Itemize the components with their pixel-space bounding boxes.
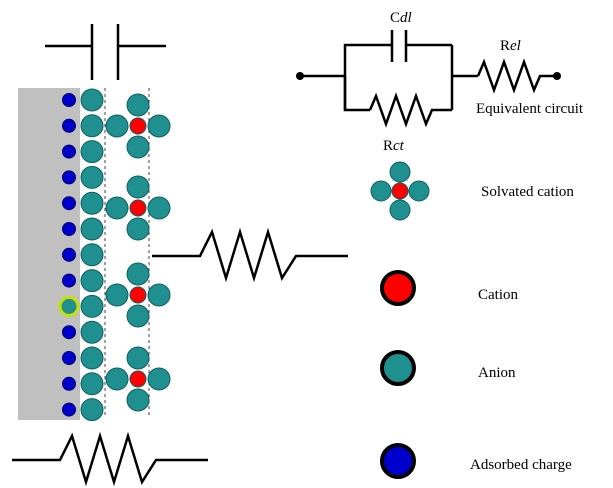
anion <box>80 398 104 422</box>
solvent-shell-anion <box>126 175 150 199</box>
adsorbed-charge <box>62 325 76 340</box>
solvated-cation <box>105 346 171 412</box>
solvent-shell-anion <box>126 217 150 241</box>
adsorbed-charge <box>62 144 76 159</box>
cdl-label: Cdl <box>390 10 412 26</box>
equivalent-circuit: Cdl Rel Rct Equivalent circuit <box>296 10 584 154</box>
anion <box>80 320 104 344</box>
adsorbed-charge <box>62 196 76 211</box>
adsorbed-charge-layer <box>58 93 80 417</box>
solvent-shell-anion <box>147 196 171 220</box>
solvated-cation-layer <box>105 93 171 412</box>
cdl-capacitor <box>390 30 452 62</box>
legend-solvated-cation-label: Solvated cation <box>481 184 574 200</box>
solvent-shell-anion <box>389 199 411 221</box>
bottom-resistor-symbol <box>12 431 208 487</box>
anion <box>80 372 104 396</box>
adsorbed-charge <box>62 170 76 185</box>
legend-cation-label: Cation <box>478 287 518 303</box>
electrolyte-resistor-symbol <box>152 227 348 283</box>
anion <box>80 191 104 215</box>
cation-core <box>391 182 409 200</box>
solvent-shell-anion <box>126 304 150 328</box>
solvated-cation <box>370 161 430 221</box>
solvent-shell-anion <box>147 367 171 391</box>
solvent-shell-anion <box>147 283 171 307</box>
solvent-shell-anion <box>126 346 150 370</box>
anion <box>80 217 104 241</box>
double-layer-capacitor-symbol <box>45 24 166 80</box>
solvent-shell-anion <box>147 114 171 138</box>
solvent-shell-anion <box>105 283 129 307</box>
adsorbed-charge <box>62 402 76 417</box>
anion <box>80 243 104 267</box>
cation-core <box>129 370 147 388</box>
rct-label: Rct <box>383 138 405 154</box>
cation-core <box>129 199 147 217</box>
anion <box>80 165 104 189</box>
equivalent-circuit-caption: Equivalent circuit <box>476 101 584 117</box>
cation-core <box>129 117 147 135</box>
adsorbed-charge <box>62 93 76 107</box>
anion-layer <box>80 88 104 422</box>
adsorbed-charge <box>62 118 76 133</box>
adsorbed-charge <box>62 273 76 288</box>
solvent-shell-anion <box>105 114 129 138</box>
rel-label: Rel <box>500 38 521 54</box>
anion <box>80 346 104 370</box>
highlighted-adsorbed-charge <box>58 295 80 317</box>
legend: Solvated cation Cation Anion Adsorbed ch… <box>370 161 574 479</box>
solvent-shell-anion <box>105 196 129 220</box>
rct-resistor <box>368 92 452 128</box>
adsorbed-charge <box>62 351 76 365</box>
solvent-shell-anion <box>370 180 392 202</box>
legend-cation-icon <box>380 270 416 306</box>
solvent-shell-anion <box>126 135 150 159</box>
anion <box>80 140 104 164</box>
cation-core <box>129 286 147 304</box>
solvent-shell-anion <box>105 367 129 391</box>
adsorbed-charge <box>62 222 76 236</box>
legend-anion-icon <box>380 350 416 386</box>
anion <box>80 88 104 112</box>
circuit-terminal-right <box>553 72 561 80</box>
solvent-shell-anion <box>126 388 150 412</box>
legend-adsorbed-charge-label: Adsorbed charge <box>470 457 572 473</box>
anion <box>80 294 104 318</box>
legend-solvated-cation-icon <box>370 161 430 221</box>
adsorbed-charge <box>62 247 76 262</box>
solvent-shell-anion <box>408 180 430 202</box>
legend-adsorbed-charge-icon <box>380 443 416 479</box>
legend-anion-label: Anion <box>478 365 516 381</box>
solvent-shell-anion <box>389 161 411 183</box>
adsorbed-charge <box>62 376 76 391</box>
rel-resistor <box>476 58 556 94</box>
anion <box>80 114 104 138</box>
solvent-shell-anion <box>126 93 150 117</box>
solvated-cation <box>105 93 171 159</box>
solvated-cation <box>105 175 171 241</box>
solvated-cation <box>105 262 171 328</box>
solvent-shell-anion <box>126 262 150 286</box>
anion <box>80 269 104 293</box>
